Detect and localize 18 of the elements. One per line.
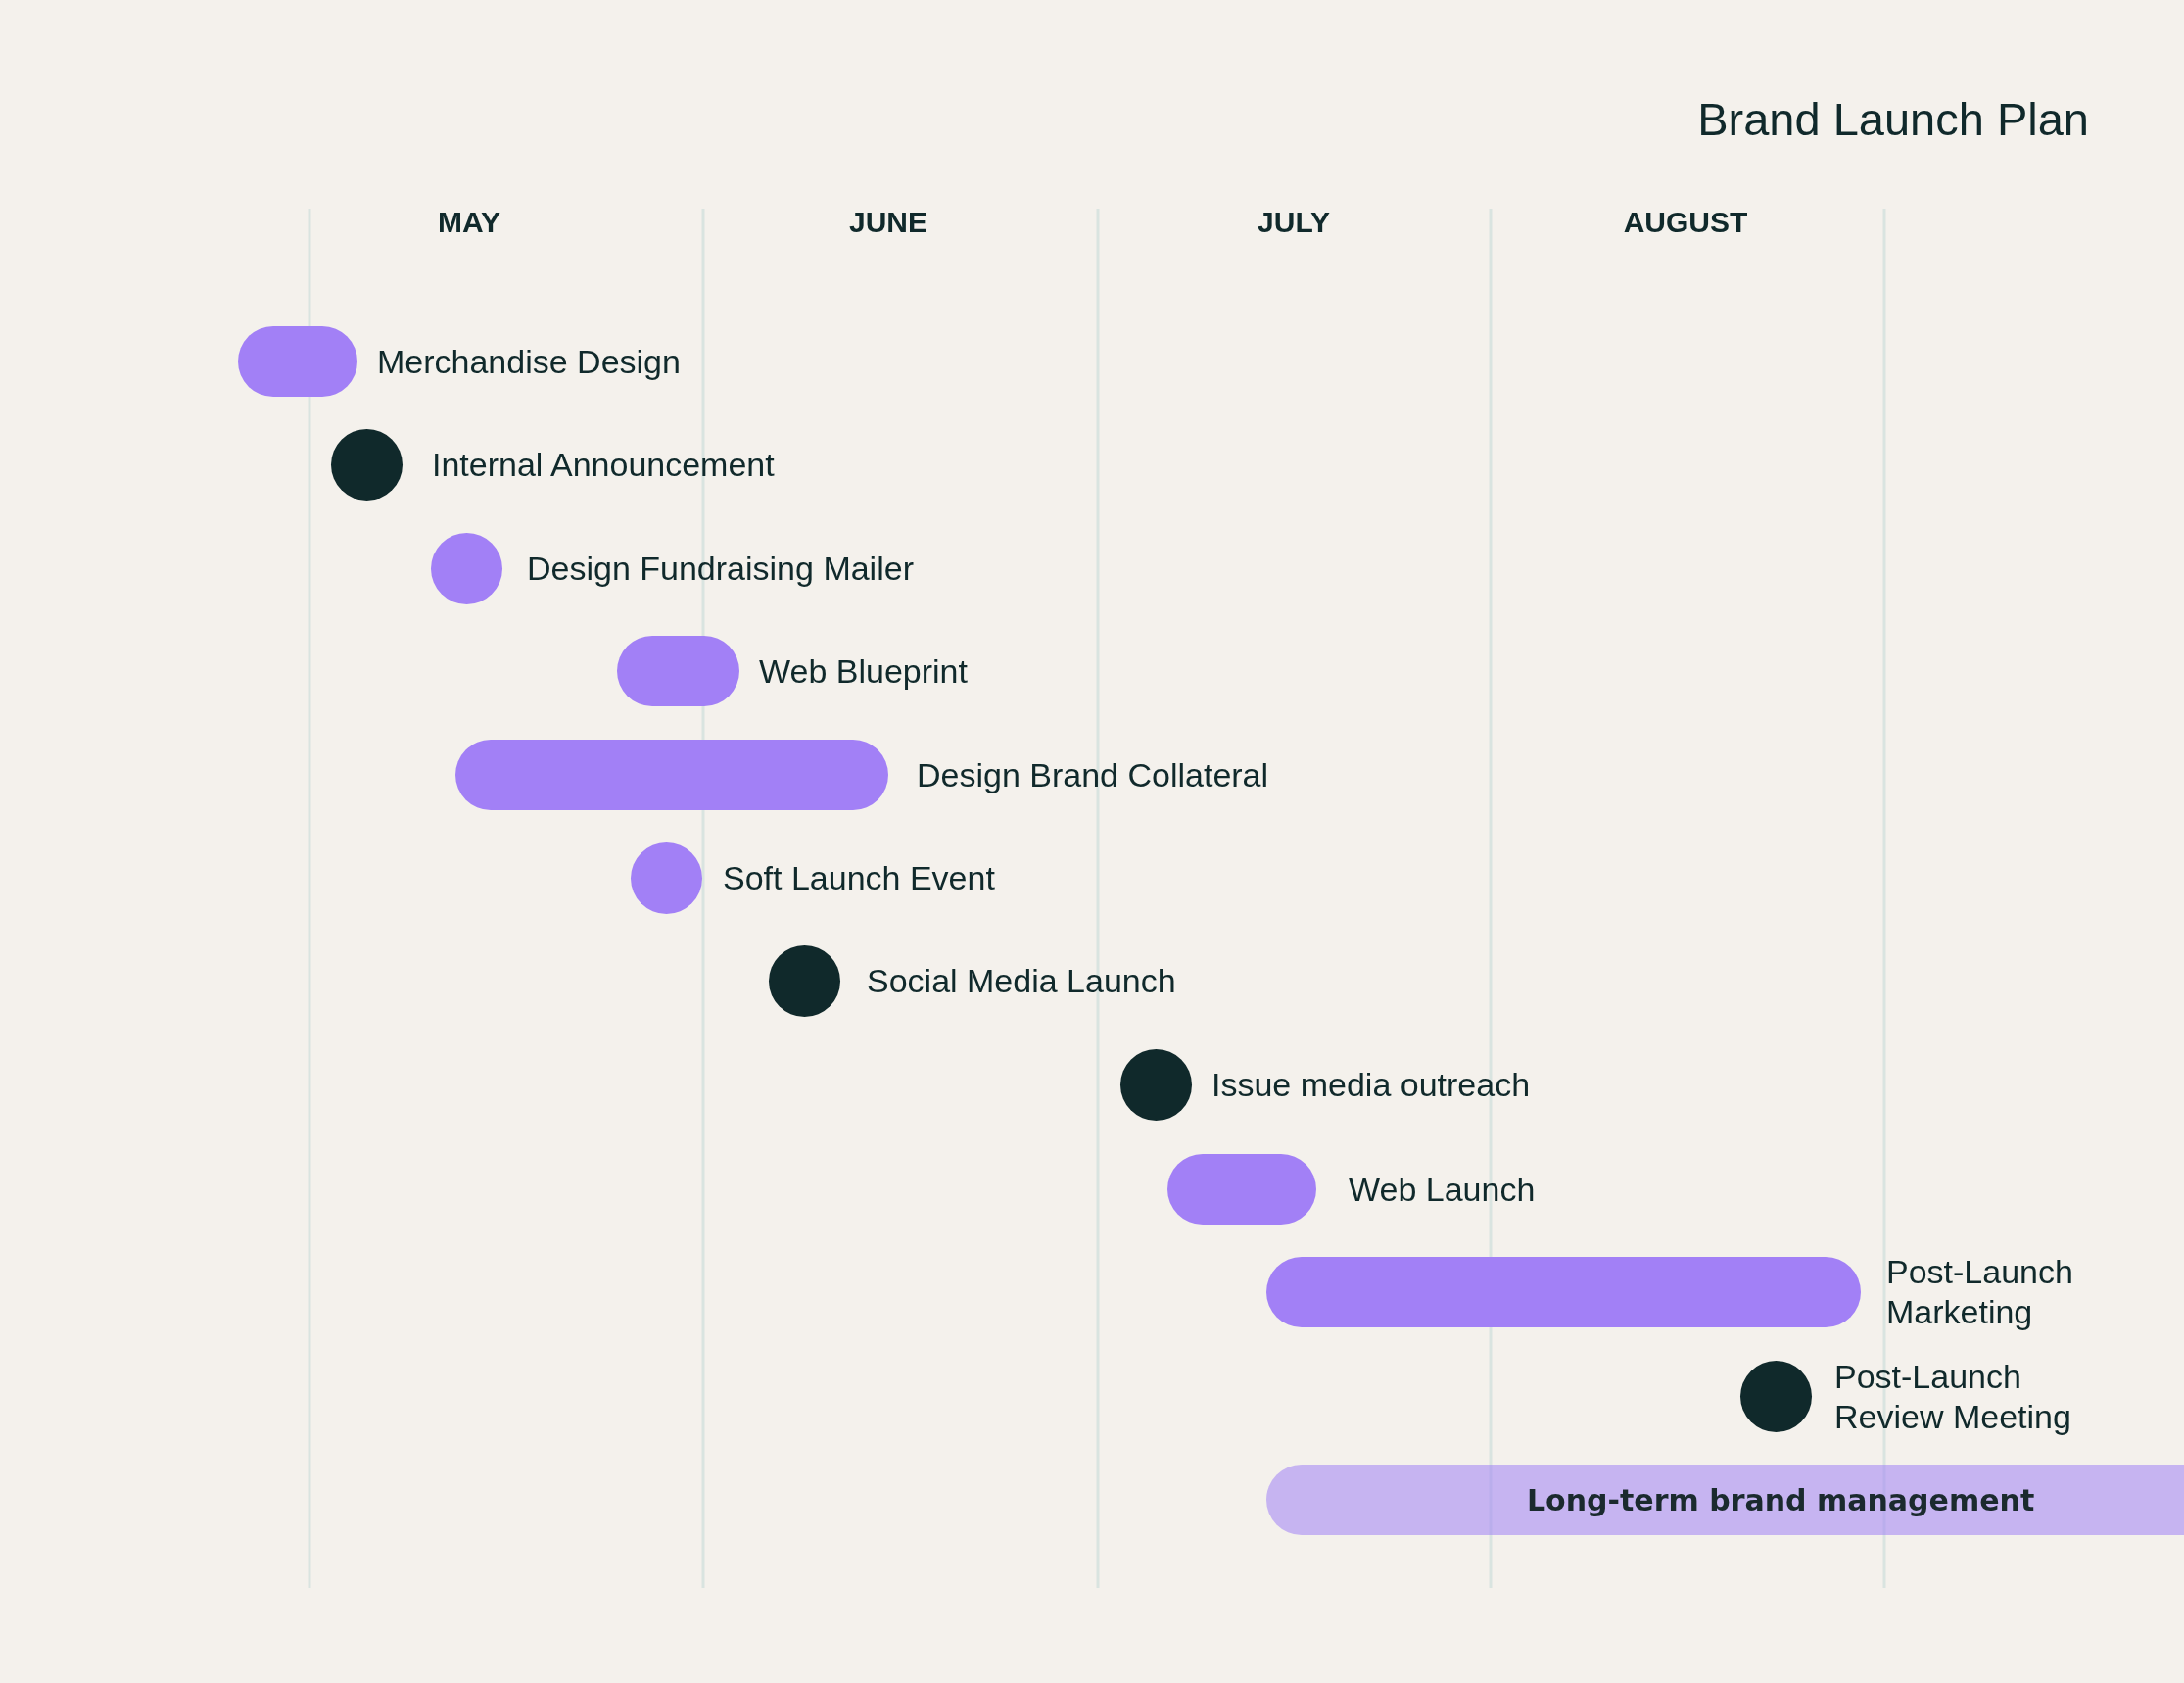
chart-title: Brand Launch Plan: [1697, 92, 2089, 146]
task-bar: [1266, 1465, 2184, 1535]
month-label: JUNE: [849, 206, 927, 239]
task-label: Post-Launch Marketing: [1886, 1252, 2074, 1332]
task-label: Post-Launch Review Meeting: [1834, 1356, 2072, 1437]
task-label: Web Launch: [1349, 1169, 1536, 1210]
task-label: Merchandise Design: [377, 341, 681, 382]
task-label: Internal Announcement: [432, 445, 775, 485]
task-label: Soft Launch Event: [723, 858, 995, 898]
month-label: MAY: [438, 206, 500, 239]
task-label: Social Media Launch: [867, 961, 1176, 1001]
month-label: AUGUST: [1623, 206, 1748, 239]
month-label: JULY: [1258, 206, 1330, 239]
task-label: Design Fundraising Mailer: [527, 549, 914, 589]
task-label: Web Blueprint: [759, 650, 968, 692]
task-label: Long-term brand management: [1527, 1482, 2035, 1517]
task-label: Issue media outreach: [1211, 1065, 1531, 1105]
task-label: Design Brand Collateral: [917, 754, 1269, 795]
